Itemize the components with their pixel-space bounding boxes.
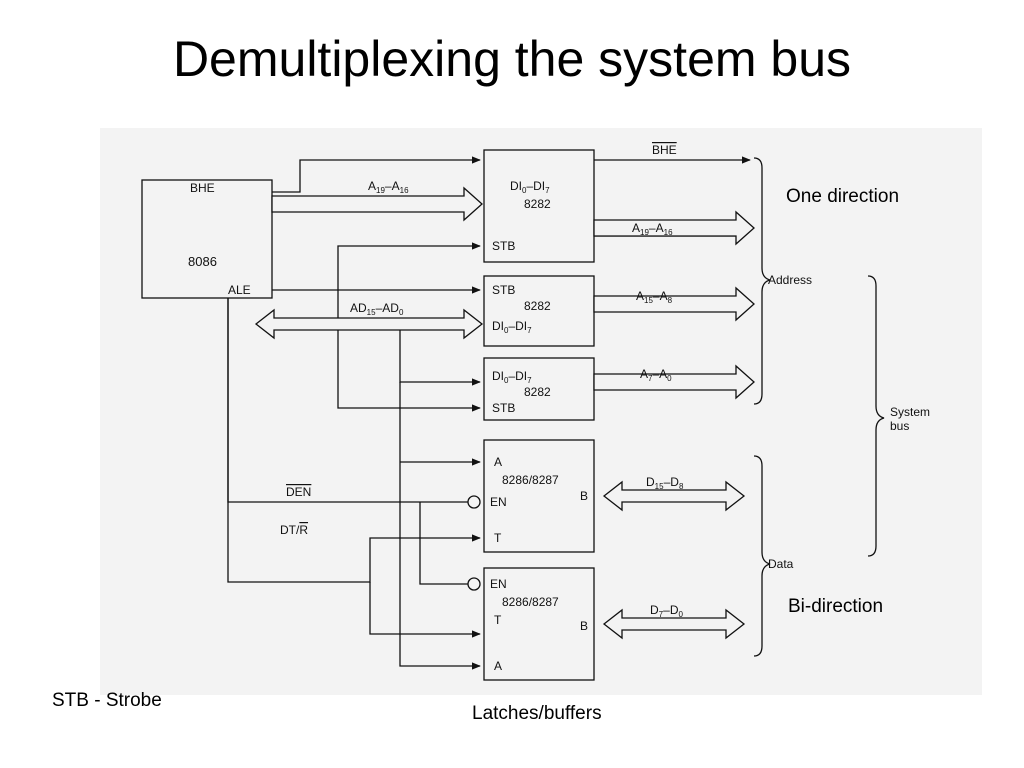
latch3-di-label: DI0–DI7 (492, 369, 532, 385)
latch2-chip-label: 8282 (524, 299, 551, 313)
a15-8-out-wide-arrow (593, 286, 755, 322)
trans2-en-label: EN (490, 577, 507, 591)
den-inverter-bubble1 (467, 495, 481, 509)
trans1-en-label: EN (490, 495, 507, 509)
den-inverter-bubble2 (467, 577, 481, 591)
one-direction-caption: One direction (786, 186, 900, 207)
system-bus-label-line2: bus (890, 419, 909, 433)
trans1-t-label: T (494, 531, 502, 545)
ale-to-latch1-stb (337, 242, 481, 290)
bhe-to-latch1-line (272, 156, 481, 193)
trans1-b-label: B (580, 489, 588, 503)
trans2-a-label: A (494, 659, 502, 673)
trans1-chip-label: 8286/8287 (502, 473, 559, 487)
trans2-t-label: T (494, 613, 502, 627)
a7-0-out-label: A7–A0 (640, 367, 672, 383)
bus-demux-diagram: BHE 8086 ALE A19–A16 AD15–AD0 DI0–DI7 82… (100, 128, 982, 695)
cpu-bhe-pin-label: BHE (190, 181, 215, 195)
slide-title: Demultiplexing the system bus (172, 31, 852, 87)
transceiver1-box (483, 439, 595, 553)
den-label: DEN (286, 485, 311, 499)
den-to-trans2 (419, 502, 468, 585)
bhe-out-label: BHE (652, 143, 677, 157)
latches-buffers-caption: Latches/buffers (472, 703, 602, 724)
d7-0-label: D7–D0 (650, 603, 683, 619)
latch3-chip-label: 8282 (524, 385, 551, 399)
d15-8-label: D15–D8 (646, 475, 684, 491)
dtr-label: DT/R (280, 523, 308, 537)
a7-0-out-wide-arrow (593, 364, 755, 400)
scan-background (100, 128, 982, 695)
latch2-stb-label: STB (492, 283, 515, 297)
a19-16-in-label: A19–A16 (368, 179, 409, 195)
trans2-b-label: B (580, 619, 588, 633)
a15-8-out-label: A15–A8 (636, 289, 673, 305)
stb-strobe-caption: STB - Strobe (52, 690, 162, 711)
latch1-di-label: DI0–DI7 (510, 179, 550, 195)
address-brace (753, 157, 771, 405)
cpu-name-label: 8086 (188, 254, 217, 269)
latch1-box (483, 149, 595, 263)
ad-bus-label: AD15–AD0 (350, 301, 404, 317)
trans1-a-label: A (494, 455, 502, 469)
system-bus-label-line1: System (890, 405, 930, 419)
latch1-stb-label: STB (492, 239, 515, 253)
d15-8-bidir-arrow (602, 480, 746, 512)
system-bus-brace (867, 275, 885, 557)
latch1-chip-label: 8282 (524, 197, 551, 211)
cpu-ale-pin-label: ALE (228, 283, 251, 297)
data-brace-label: Data (768, 557, 794, 571)
cpu-8086-box (141, 179, 273, 299)
a19-16-out-wide-arrow (593, 210, 755, 246)
d7-0-bidir-arrow (602, 608, 746, 640)
trans2-chip-label: 8286/8287 (502, 595, 559, 609)
bi-direction-caption: Bi-direction (788, 596, 884, 617)
ad-to-trans2-a (399, 382, 481, 670)
bus-demux-figure: BHE 8086 ALE A19–A16 AD15–AD0 DI0–DI7 82… (100, 128, 982, 695)
dtr-to-trans2 (369, 582, 481, 638)
a19-16-in-wide-arrow (271, 186, 483, 222)
latch3-stb-label: STB (492, 401, 515, 415)
address-brace-label: Address (768, 273, 812, 287)
ad-bus-wide-arrow (254, 308, 484, 340)
data-brace (753, 455, 771, 657)
a19-16-out-label: A19–A16 (632, 221, 673, 237)
latch2-di-label: DI0–DI7 (492, 319, 532, 335)
transceiver2-box (483, 567, 595, 681)
